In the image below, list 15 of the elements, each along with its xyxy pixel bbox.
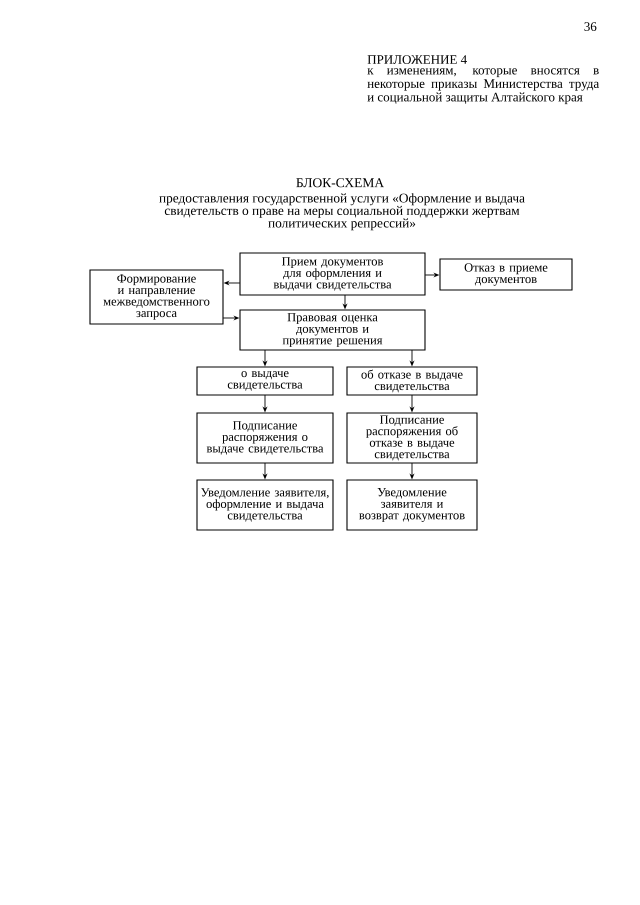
appendix-note: к изменениям, которые вносятся в некоторые приказы Министерства труда и социальной защиты Алтайского края	[367, 68, 600, 104]
process-box: Отказ в приеме документов	[439, 258, 573, 291]
process-box: Уведомление заявителя и возврат документов	[346, 479, 478, 531]
process-box: об отказе в выдаче свидетельства	[346, 366, 478, 396]
process-box: Уведомление заявителя, оформление и выдача свидетельства	[196, 479, 334, 531]
process-box: о выдаче свидетельства	[196, 366, 334, 396]
process-box: Подписание распоряжения об отказе в выдаче свидетельства	[346, 412, 478, 464]
process-box: Правовая оценка документов и принятие решения	[239, 309, 426, 351]
process-box: Подписание распоряжения о выдаче свидетельства	[196, 412, 334, 464]
subtitle: предоставления государственной услуги «Оформление и выдача свидетельств о праве на меры социальной поддержки жертвам политических репрессий»	[159, 193, 525, 230]
page-number: 36	[584, 22, 596, 31]
process-box: Прием документов для оформления и выдачи свидетельства	[239, 252, 426, 296]
process-box: Формирование и направление межведомственного запроса	[89, 269, 224, 325]
appendix-heading: ПРИЛОЖЕНИЕ 4	[368, 55, 467, 64]
title: БЛОК-СХЕМА	[296, 178, 384, 188]
